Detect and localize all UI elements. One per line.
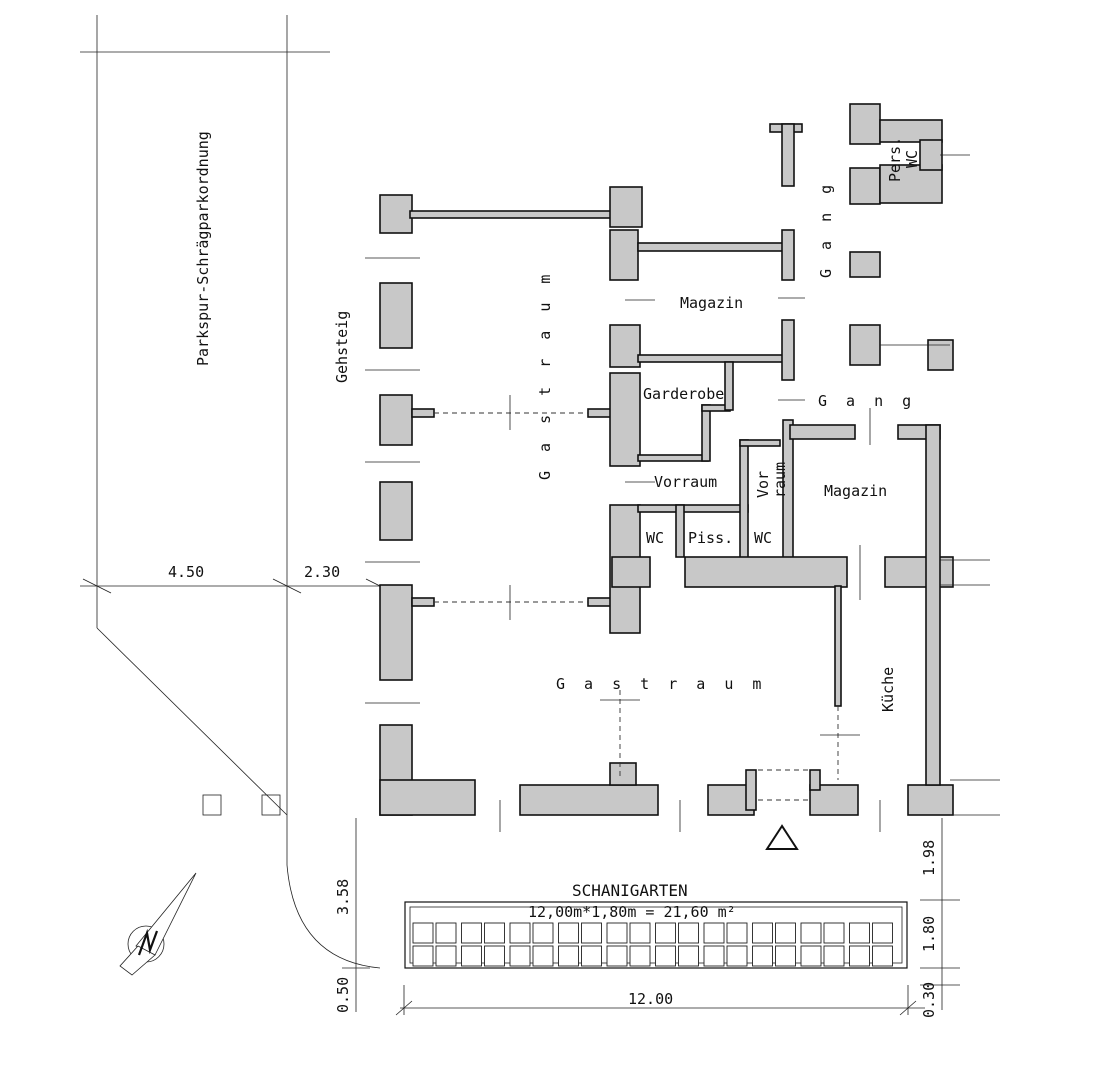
- dim-right-bottom: 0.30: [920, 982, 938, 1018]
- room-label-magazin-right: Magazin: [824, 482, 887, 500]
- post-marker: [202, 794, 222, 816]
- room-label-gang-horizontal: G a n g: [818, 392, 916, 410]
- room-label-pers-1: Pers.: [886, 137, 904, 182]
- room-label-pers-2: WC: [903, 150, 921, 168]
- room-label-wc-1: WC: [646, 529, 664, 547]
- seat: [461, 945, 482, 967]
- tick-marks: [365, 154, 1000, 832]
- entrance-triangle-icon: [765, 824, 799, 850]
- seat: [800, 945, 822, 967]
- seat: [606, 945, 628, 967]
- north-arrow-icon: [119, 872, 197, 976]
- schanigarten-area: 12,00m*1,80m = 21,60 m²: [528, 903, 736, 921]
- schanigarten-title: SCHANIGARTEN: [572, 881, 688, 900]
- seat: [703, 922, 725, 944]
- seat: [412, 922, 434, 944]
- room-label-gastraum-upper: G a s t r a u m: [536, 270, 554, 480]
- seat: [800, 922, 822, 944]
- seat: [629, 945, 651, 967]
- seat: [823, 922, 845, 944]
- seat: [461, 922, 482, 944]
- seat: [775, 945, 796, 967]
- seat: [558, 945, 579, 967]
- seat: [849, 922, 870, 944]
- seat: [484, 945, 505, 967]
- room-label-wc-2: WC: [754, 529, 772, 547]
- seat: [532, 945, 554, 967]
- seating-grid: [412, 922, 893, 967]
- dim-bottom-margin: 0.50: [334, 977, 352, 1013]
- dim-right-mid: 1.80: [920, 916, 938, 952]
- room-label-gang-vertical: G a n g: [817, 180, 835, 278]
- beam-lines: [434, 412, 839, 801]
- seat: [678, 945, 699, 967]
- street-lines: [80, 15, 395, 969]
- room-labels: G a s t r a u m G a s t r a u m Magazin …: [536, 137, 921, 712]
- room-label-vorraum-small-1: Vor: [754, 471, 772, 498]
- room-label-garderobe: Garderobe: [643, 385, 724, 403]
- seat: [823, 945, 845, 967]
- seat: [606, 922, 628, 944]
- room-label-vorraum: Vorraum: [654, 473, 717, 491]
- seat: [703, 945, 725, 967]
- room-label-gastraum-lower: G a s t r a u m: [556, 675, 766, 693]
- room-label-pissoir: Piss.: [688, 529, 733, 547]
- room-label-kueche: Küche: [879, 667, 897, 712]
- seat: [655, 945, 676, 967]
- label-parking: Parkspur-Schrägparkordnung: [194, 131, 212, 366]
- dim-sidewalk-width: 2.30: [304, 563, 340, 581]
- seat: [412, 945, 434, 967]
- seat: [509, 945, 531, 967]
- seat: [629, 922, 651, 944]
- seat: [484, 922, 505, 944]
- room-label-magazin-top: Magazin: [680, 294, 743, 312]
- schanigarten: SCHANIGARTEN 12,00m*1,80m = 21,60 m²: [404, 881, 908, 969]
- dimensions: 4.50 2.30 3.58 0.50 12.00 1.98 1.80 0.30: [168, 563, 960, 1018]
- seat: [532, 922, 554, 944]
- seat: [775, 922, 796, 944]
- seat: [872, 945, 893, 967]
- seat: [558, 922, 579, 944]
- walls: [379, 103, 954, 816]
- seat: [509, 922, 531, 944]
- seat: [581, 945, 602, 967]
- dim-garden-offset: 3.58: [334, 879, 352, 915]
- seat: [581, 922, 602, 944]
- seat: [435, 945, 457, 967]
- dim-garden-length: 12.00: [628, 990, 673, 1008]
- seat: [655, 922, 676, 944]
- street-labels: Parkspur-Schrägparkordnung Gehsteig: [194, 131, 351, 383]
- seat: [726, 922, 748, 944]
- post-marker: [261, 794, 281, 816]
- room-label-vorraum-small-2: raum: [771, 462, 789, 498]
- label-gehsteig: Gehsteig: [333, 311, 351, 383]
- seat: [752, 922, 773, 944]
- seat: [678, 922, 699, 944]
- seat: [872, 922, 893, 944]
- seat: [752, 945, 773, 967]
- seat: [435, 922, 457, 944]
- seat: [849, 945, 870, 967]
- seat: [726, 945, 748, 967]
- dim-parking-width: 4.50: [168, 563, 204, 581]
- dim-right-top: 1.98: [920, 840, 938, 876]
